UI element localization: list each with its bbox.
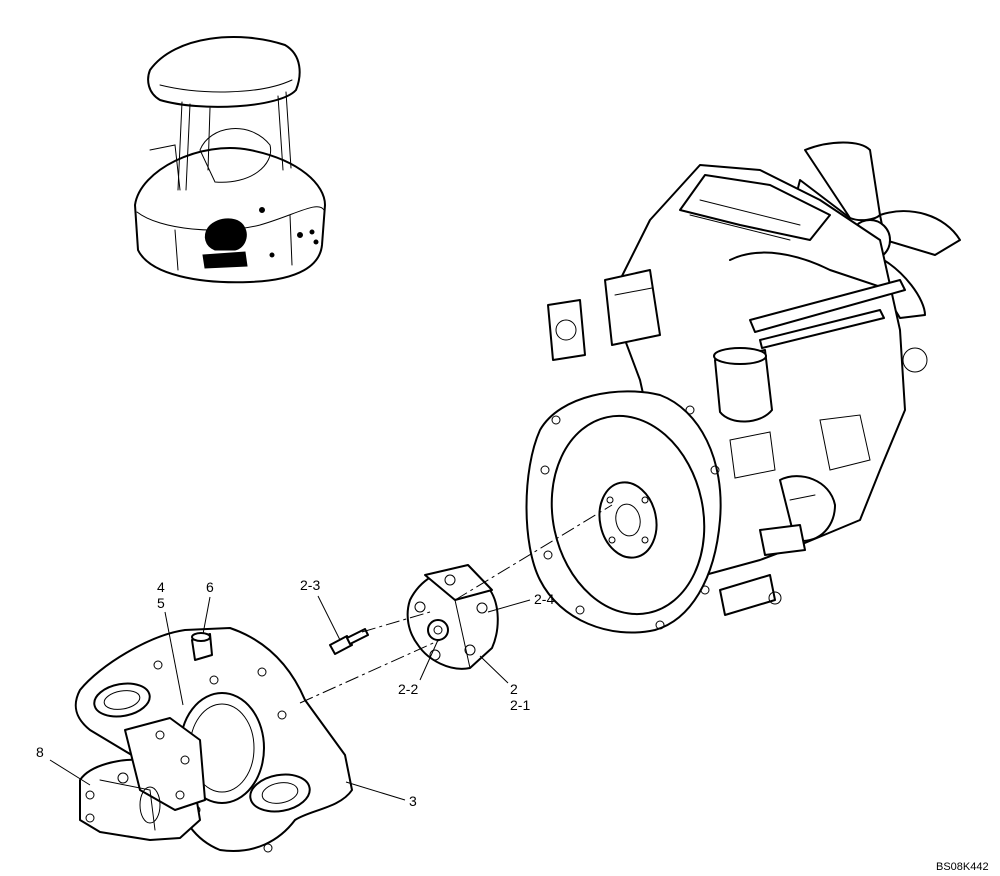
callout-6: 6 [206,579,214,595]
callout-2-4: 2-4 [534,591,554,607]
leader-2-2 [419,639,439,681]
coupling-assembly [329,564,499,670]
callout-2-2: 2-2 [398,681,418,697]
callout-2-3: 2-3 [300,577,320,593]
centerline-bolt-coupling [361,611,431,633]
pump-bracket-assembly [74,627,353,853]
drawing-code: BS08K442 [936,861,989,873]
leader-2 [479,655,509,684]
callout-2: 2 [510,681,518,697]
centerline-coupling-engine [454,504,613,601]
centerline-bracket-coupling [299,639,441,704]
leader-8 [49,759,91,786]
callout-5: 5 [157,595,165,611]
leader-6 [202,596,211,635]
callout-2-1: 2-1 [510,697,530,713]
leader-4-5 [164,611,184,706]
leader-3 [345,781,406,801]
callout-8: 8 [36,744,44,760]
leader-2-4 [487,599,531,613]
machine-locator-view [134,36,326,284]
callout-3: 3 [409,793,417,809]
callout-4: 4 [157,579,165,595]
leader-2-3 [317,595,341,641]
highlighted-engine-mark [204,218,247,251]
engine-assembly [525,141,961,634]
